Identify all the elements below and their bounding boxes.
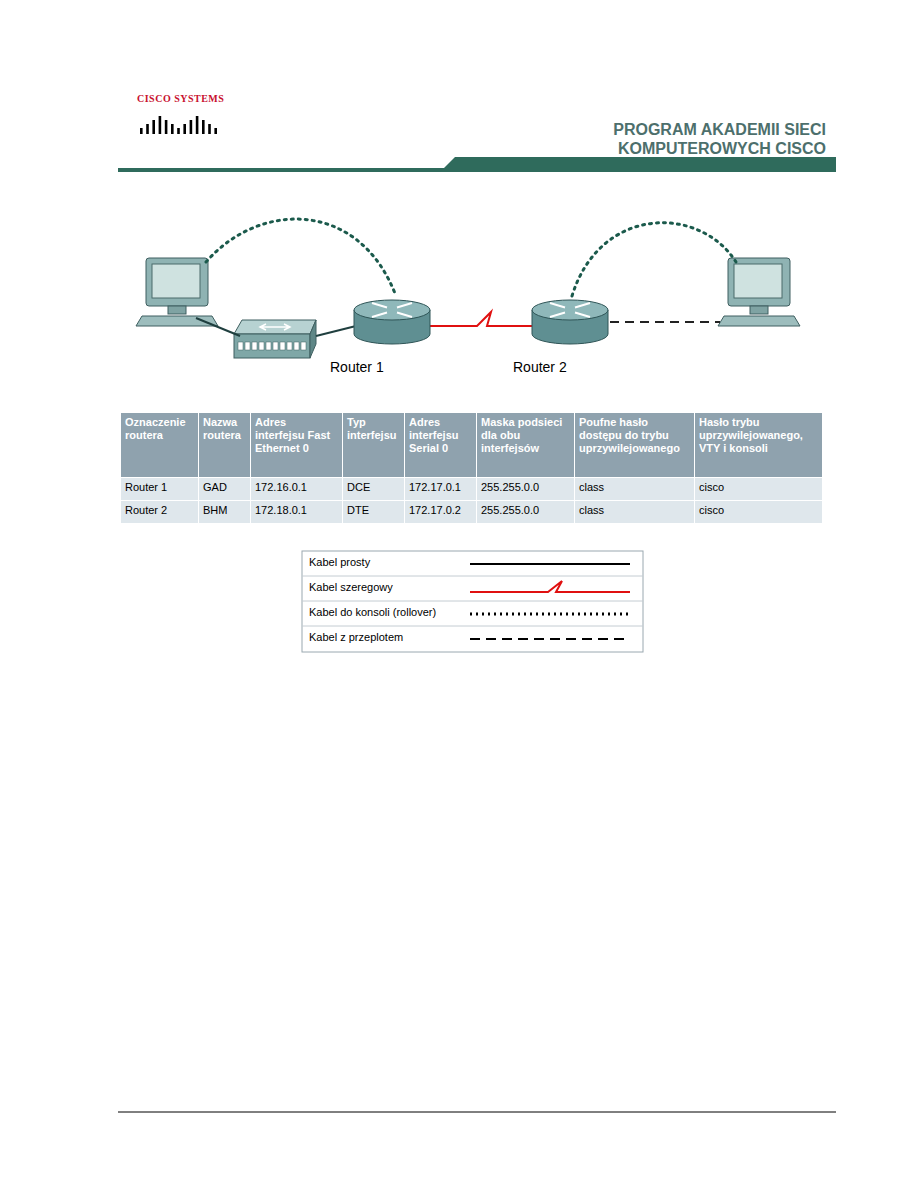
table-header-cell: Adres interfejsu Serial 0 [405, 413, 476, 477]
legend-box [302, 551, 643, 652]
table-cell: GAD [199, 478, 250, 500]
table-header-cell: Hasło trybu uprzywilejowanego, VTY i kon… [695, 413, 822, 477]
pc-left [136, 258, 218, 326]
table-cell: 172.17.0.1 [405, 478, 476, 500]
router-label: Router 2 [513, 359, 567, 375]
table-header-cell: Nazwa routera [199, 413, 250, 477]
logo-text: CISCO SYSTEMS [137, 93, 224, 104]
router-node: Router 2 [532, 300, 608, 344]
table-cell: class [575, 501, 694, 523]
table-header-cell: Maska podsieci dla obu interfejsów [477, 413, 574, 477]
table-header-cell: Poufne hasło dostępu do trybu uprzywilej… [575, 413, 694, 477]
legend-text: Kabel do konsoli (rollover) [309, 606, 436, 618]
header-band [118, 157, 836, 172]
table-cell: 172.16.0.1 [251, 478, 342, 500]
footer-rule [118, 1112, 836, 1113]
router-icon [532, 300, 608, 344]
cables [196, 219, 736, 336]
router-label: Router 1 [330, 359, 384, 375]
table-header-cell: Adres interfejsu Fast Ethernet 0 [251, 413, 342, 477]
table-header-cell: Oznaczenie routera [121, 413, 198, 477]
pc-right [718, 258, 800, 326]
table-cell: 172.17.0.2 [405, 501, 476, 523]
table-cell: DCE [343, 478, 404, 500]
router-icon [354, 300, 430, 344]
table-cell: class [575, 478, 694, 500]
switch-icon [234, 320, 316, 358]
legend-text: Kabel z przeplotem [309, 631, 403, 643]
table-header-cell: Typ interfejsu [343, 413, 404, 477]
serial-link [430, 312, 532, 326]
table-cell: 255.255.0.0 [477, 501, 574, 523]
table-cell: BHM [199, 501, 250, 523]
table-cell: cisco [695, 501, 822, 523]
table-cell: Router 1 [121, 478, 198, 500]
table-cell: 172.18.0.1 [251, 501, 342, 523]
cisco-logo-bars [137, 113, 222, 135]
table-cell: Router 2 [121, 501, 198, 523]
table-cell: cisco [695, 478, 822, 500]
table-cell: DTE [343, 501, 404, 523]
table-cell: 255.255.0.0 [477, 478, 574, 500]
legend-text: Kabel szeregowy [309, 581, 393, 593]
router-node: Router 1 [354, 300, 430, 344]
legend-text: Kabel prosty [309, 556, 370, 568]
header-title: PROGRAM AKADEMII SIECI KOMPUTEROWYCH CIS… [566, 120, 826, 158]
